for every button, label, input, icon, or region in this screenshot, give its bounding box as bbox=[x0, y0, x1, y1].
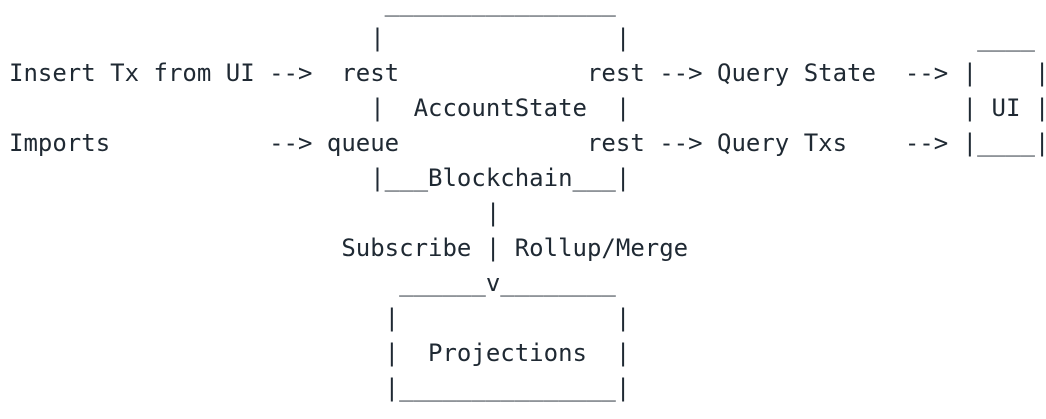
ascii-architecture-diagram: ________________ | | ____ Insert Tx from… bbox=[9, 0, 1046, 402]
